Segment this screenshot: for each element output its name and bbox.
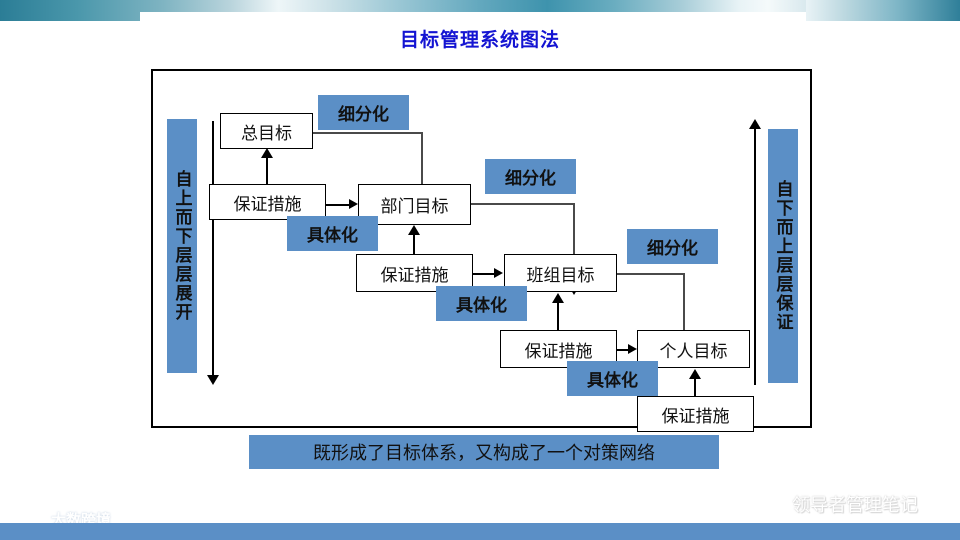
goal-node-team[interactable]: 班组目标 — [504, 254, 617, 292]
connector-dept-to-team-h — [471, 203, 575, 205]
connector-measure3-to-team-head — [552, 293, 564, 303]
watermark-right-text: 领导者管理笔记 — [792, 494, 918, 516]
connector-measure2-to-dept — [413, 234, 415, 256]
right-direction-banner: 自下而上层层保证 — [768, 129, 798, 383]
connector-measure3-to-person — [617, 349, 629, 351]
concretize-tag-3: 具体化 — [567, 361, 658, 396]
connector-measure1-to-dept-head — [349, 199, 358, 209]
measure-node-1[interactable]: 保证措施 — [209, 184, 326, 220]
subdivide-tag-1: 细分化 — [318, 95, 409, 130]
measure-node-4[interactable]: 保证措施 — [637, 396, 754, 432]
header-white-notch — [140, 12, 820, 24]
concretize-tag-2: 具体化 — [436, 286, 527, 321]
connector-measure1-to-overall-head — [261, 148, 273, 158]
diagram-frame: 自上而下层层展开 自下而上层层保证 总目标 细分化 保证措施 部门目标 具体化 … — [151, 69, 812, 432]
connector-measure4-to-person-head — [689, 369, 701, 379]
connector-measure4-to-person — [694, 378, 696, 398]
connector-team-to-person-h — [617, 273, 685, 275]
right-flow-arrow-head — [749, 119, 761, 129]
footer-bar — [0, 523, 960, 540]
connector-measure3-to-person-head — [628, 344, 637, 354]
subdivide-tag-2: 细分化 — [485, 159, 576, 194]
left-direction-banner: 自上而下层层展开 — [167, 119, 197, 373]
connector-team-to-person-v — [683, 273, 685, 334]
left-flow-arrow-head — [207, 375, 219, 385]
concretize-tag-1: 具体化 — [287, 216, 378, 251]
connector-overall-to-dept-v — [421, 132, 423, 217]
connector-overall-to-dept-h — [313, 132, 423, 134]
logo-icon — [5, 508, 46, 530]
summary-caption: 既形成了目标体系，又构成了一个对策网络 — [249, 435, 719, 469]
connector-dept-to-team-v — [573, 203, 575, 288]
measure-node-2[interactable]: 保证措施 — [356, 254, 473, 292]
right-flow-arrow-shaft — [754, 129, 756, 385]
connector-measure2-to-dept-head — [408, 225, 420, 235]
page-title: 目标管理系统图法 — [399, 29, 560, 51]
left-flow-arrow-shaft — [212, 121, 214, 377]
subdivide-tag-3: 细分化 — [627, 229, 718, 264]
watermark-right: 领导者管理笔记 — [750, 487, 918, 520]
connector-measure3-to-team — [557, 302, 559, 331]
connector-measure2-to-team-head — [494, 268, 503, 278]
connector-measure1-to-overall — [266, 157, 268, 185]
connector-measure1-to-dept — [326, 204, 350, 206]
header-right-cap — [806, 0, 960, 21]
goal-node-overall[interactable]: 总目标 — [220, 113, 313, 149]
wechat-icon — [750, 487, 784, 520]
connector-measure2-to-team — [473, 273, 495, 275]
